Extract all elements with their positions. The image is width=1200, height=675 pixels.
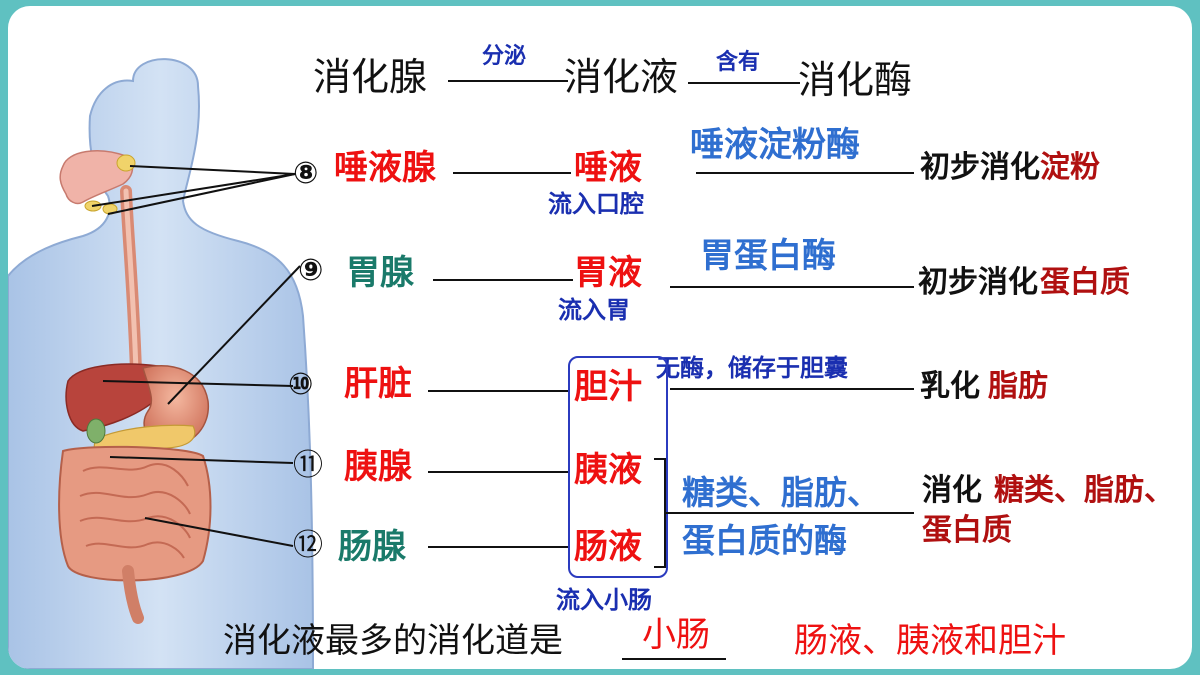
shared-enzyme-line2: 蛋白质的酶 <box>682 521 847 560</box>
answer: 小肠 <box>642 615 710 655</box>
answer-extra: 肠液、胰液和胆汁 <box>794 621 1066 661</box>
header-gland: 消化腺 <box>313 55 428 99</box>
brace-top <box>654 458 666 460</box>
large-intestine <box>58 445 212 582</box>
pancreas-label: 胰腺 <box>344 447 412 487</box>
num-11: ⑪ <box>293 448 323 483</box>
liver-line-2 <box>670 388 914 390</box>
question-text: 消化液最多的消化道是 <box>223 621 563 661</box>
salivary-flow: 流入口腔 <box>548 190 644 218</box>
rectum <box>122 565 144 624</box>
gastric-flow: 流入胃 <box>558 296 630 324</box>
shared-func-line2: 蛋白质 <box>922 513 1012 548</box>
salivary-juice: 唾液 <box>574 148 642 188</box>
salivary-line-2 <box>696 172 914 174</box>
gastric-gland-label: 胃腺 <box>346 253 414 293</box>
intestinal-line <box>428 546 570 548</box>
bile-note: 无酶，储存于胆囊 <box>656 354 848 382</box>
num-10: ⑩ <box>288 367 314 402</box>
gallbladder <box>86 418 106 444</box>
intestinal-gland-label: 肠腺 <box>338 527 406 567</box>
answer-blank <box>622 658 726 660</box>
gastric-juice: 胃液 <box>574 253 642 293</box>
intestinal-juice: 肠液 <box>574 527 642 567</box>
shared-enzyme-line1: 糖类、脂肪、 <box>682 473 880 512</box>
brace-bottom <box>654 566 666 568</box>
header-line-2 <box>688 82 800 84</box>
num-12: ⑫ <box>293 528 323 563</box>
pancreatic-juice: 胰液 <box>574 450 642 490</box>
shared-func-line1: 糖类、脂肪、 <box>994 473 1174 508</box>
num-8: ⑧ <box>293 156 319 191</box>
header-secrete: 分泌 <box>482 44 527 69</box>
salivary-func-prefix: 初步消化 <box>920 150 1040 185</box>
human-body-illustration <box>8 58 315 669</box>
header-juice: 消化液 <box>564 55 679 99</box>
num-9: ⑨ <box>298 253 324 288</box>
shared-line <box>664 512 914 514</box>
salivary-enzyme: 唾液淀粉酶 <box>690 125 860 165</box>
salivary-func-target: 淀粉 <box>1040 150 1100 185</box>
header-line-1 <box>448 80 568 82</box>
header-contain: 含有 <box>716 50 761 75</box>
bile: 胆汁 <box>574 367 642 407</box>
liver-func-prefix: 乳化 <box>920 369 980 404</box>
juice-group-bracket <box>568 356 668 578</box>
pointer-lines <box>91 165 301 547</box>
gastric-func-prefix: 初步消化 <box>918 265 1038 300</box>
gastric-line-1 <box>433 279 573 281</box>
gastric-func-target: 蛋白质 <box>1040 265 1130 300</box>
salivary-gland-parotid <box>116 154 136 172</box>
header-enzyme: 消化酶 <box>798 58 913 102</box>
salivary-line-1 <box>453 172 571 174</box>
gastric-line-2 <box>670 286 914 288</box>
pancreas-line <box>428 471 570 473</box>
shared-flow: 流入小肠 <box>556 586 652 614</box>
liver-func-target: 脂肪 <box>988 369 1048 404</box>
oral-cavity-shape <box>59 150 134 205</box>
liver-line-1 <box>428 390 570 392</box>
salivary-gland-label: 唾液腺 <box>334 148 436 188</box>
slide: 消化腺 分泌 消化液 含有 消化酶 ⑧ 唾液腺 唾液 流入口腔 唾液淀粉酶 初步… <box>8 6 1192 669</box>
shared-func-prefix: 消化 <box>922 473 982 508</box>
liver-label: 肝脏 <box>344 364 412 404</box>
gastric-enzyme: 胃蛋白酶 <box>700 236 836 276</box>
